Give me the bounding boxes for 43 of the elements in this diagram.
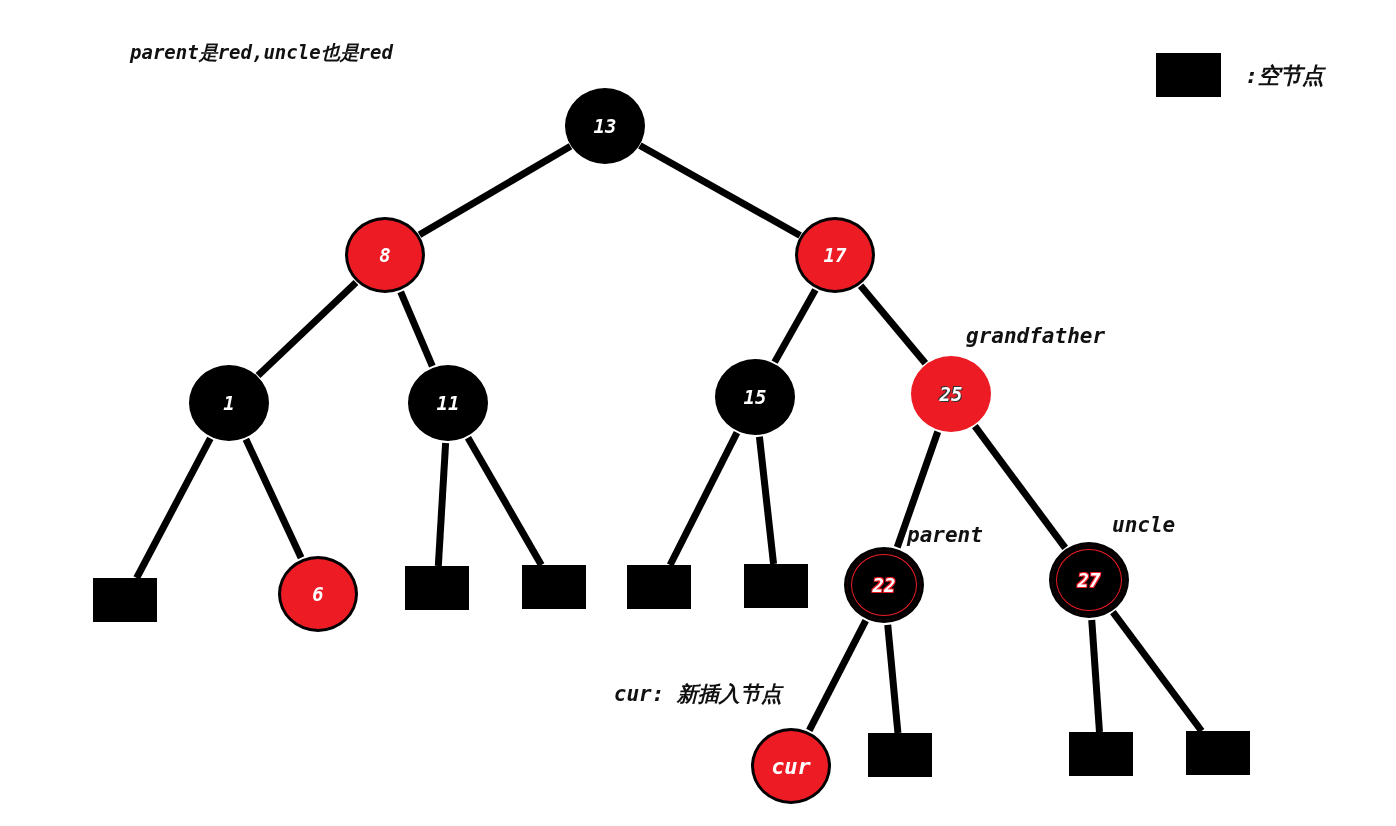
tree-edge [667,431,741,567]
title: parent是red,uncle也是red [130,40,393,65]
tree-edge [884,624,902,734]
tree-edge [255,280,359,378]
empty-node-box [868,733,932,777]
tree-edge [397,290,436,368]
tree-edge [857,283,929,366]
tree-edge [638,142,802,239]
tree-edge [242,437,305,560]
tree-node-circle: 27 [1049,542,1129,618]
tree-edge [1110,610,1205,734]
tree-edge [1088,619,1103,733]
empty-node-box [744,564,808,608]
empty-node-box [1069,732,1133,776]
tree-edge [464,435,545,567]
empty-node-box [93,578,157,622]
tree-node-circle: 25 [911,356,991,432]
tree-node-circle: 8 [345,217,425,293]
tree-edge [417,143,573,238]
tree-node-circle: 15 [715,359,795,435]
tree-node-circle: cur [751,728,831,804]
tree-edge [434,442,450,567]
tree-node-circle: 13 [565,88,645,164]
tree-edge [893,430,942,549]
tree-edge [972,424,1068,550]
node-role-label: parent [907,523,983,547]
tree-edge [806,619,869,732]
tree-edge [755,436,778,565]
empty-node-box [1186,731,1250,775]
node-role-label: grandfather [966,324,1106,348]
tree-edge [133,436,214,580]
tree-node-circle: 17 [795,217,875,293]
node-role-label: cur: 新插入节点 [613,681,782,708]
empty-node-box [522,565,586,609]
tree-edge [771,288,819,364]
empty-node-box [405,566,469,610]
empty-node-box [627,565,691,609]
tree-node-circle: 6 [278,556,358,632]
node-role-label: uncle [1112,513,1176,537]
tree-node-circle: 22 [844,547,924,623]
tree-node-circle: 11 [408,365,488,441]
tree-node-circle: 1 [189,365,269,441]
legend-label: :空节点 [1245,62,1325,90]
